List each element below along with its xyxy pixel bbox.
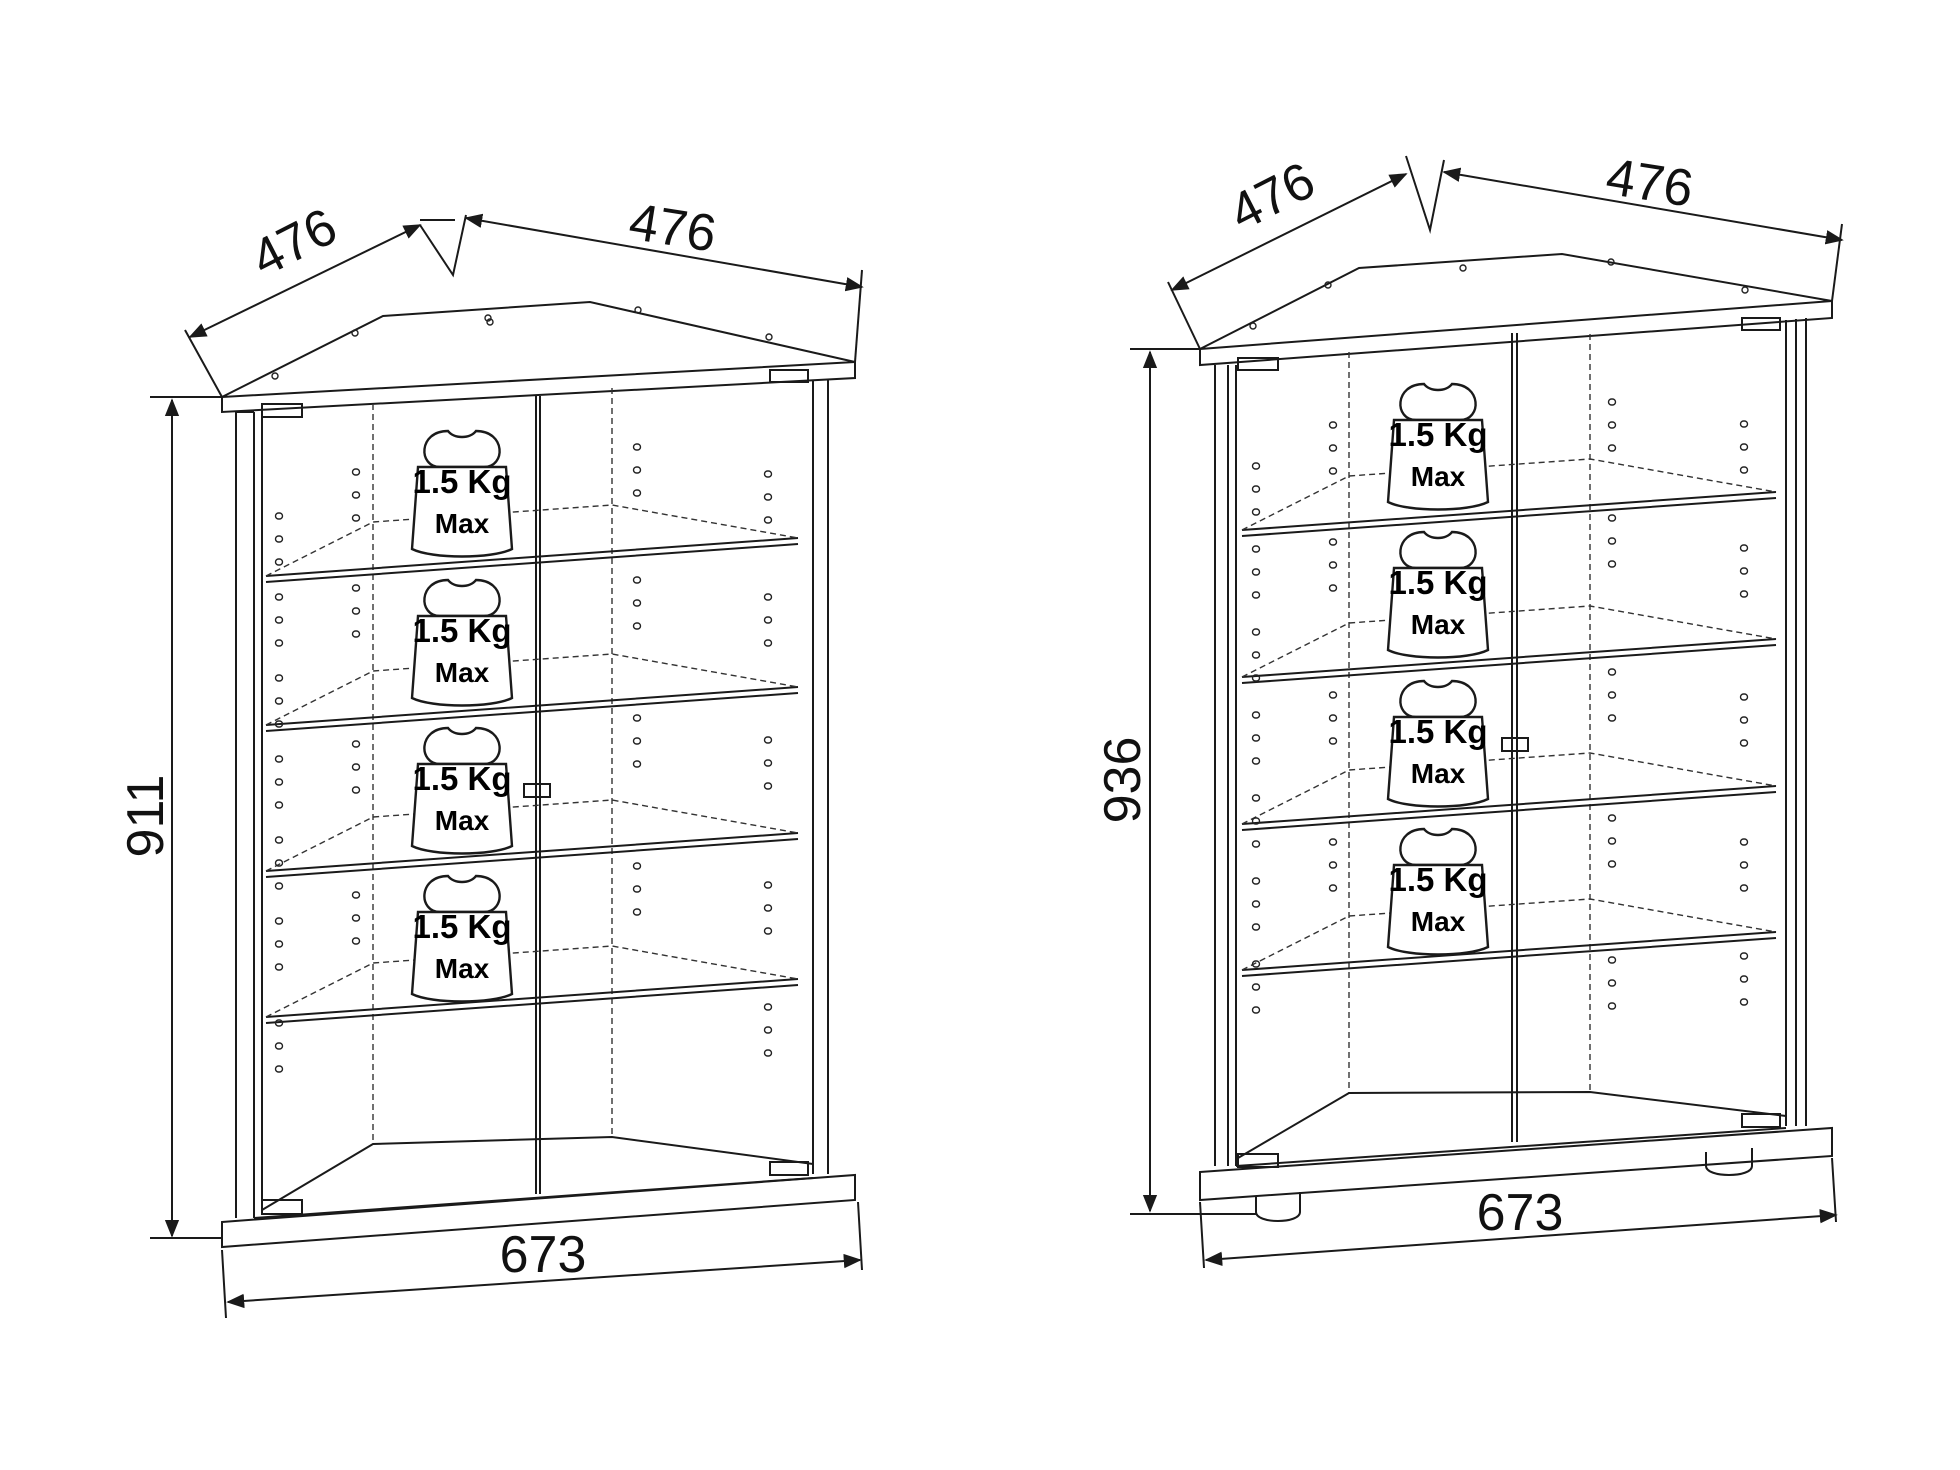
cabinet-right-shelves (1241, 458, 1777, 977)
cabinet-right: 1.5 Kg Max 1.5 Kg Max 1.5 Kg Max 1.5 Kg … (1094, 148, 1844, 1269)
cabinet-right-pins (1253, 399, 1748, 1013)
cabinet-left-weight-2: 1.5 Kg Max (410, 578, 514, 707)
cabinet-left-frame (221, 369, 856, 1249)
cabinet-right-weight-3: 1.5 Kg Max (1386, 679, 1490, 808)
weight-label: 1.5 Kg (1388, 861, 1487, 898)
cabinet-left-weight-1: 1.5 Kg Max (410, 429, 514, 558)
weight-label: 1.5 Kg (1388, 713, 1487, 750)
cabinet-right-frame (1199, 317, 1833, 1222)
weight-limit: Max (1411, 609, 1466, 640)
dimension-depth-left: 476 (1220, 151, 1324, 242)
weight-limit: Max (1411, 758, 1466, 789)
weight-limit: Max (435, 657, 490, 688)
dimension-height: 936 (1094, 737, 1152, 824)
dimension-depth-left: 476 (242, 197, 346, 288)
cabinet-left-top (221, 300, 856, 414)
cabinet-right-weight-1: 1.5 Kg Max (1386, 382, 1490, 511)
weight-limit: Max (435, 805, 490, 836)
dimension-height: 911 (117, 775, 175, 858)
cabinet-left-shelves (265, 504, 799, 1024)
weight-label: 1.5 Kg (412, 612, 511, 649)
weight-label: 1.5 Kg (1388, 416, 1487, 453)
dimension-width: 673 (500, 1226, 587, 1284)
weight-limit: Max (435, 953, 490, 984)
cabinet-left-pins (276, 444, 772, 1072)
cabinet-right-weight-4: 1.5 Kg Max (1386, 827, 1490, 956)
dimension-depth-right: 476 (1602, 148, 1697, 219)
cabinet-left-weight-3: 1.5 Kg Max (410, 726, 514, 855)
weight-limit: Max (1411, 461, 1466, 492)
weight-limit: Max (1411, 906, 1466, 937)
weight-label: 1.5 Kg (1388, 564, 1487, 601)
weight-label: 1.5 Kg (412, 908, 511, 945)
cabinet-left: 1.5 Kg Max 1.5 Kg Max 1.5 Kg Max 1.5 Kg … (117, 193, 864, 1319)
cabinet-right-weight-2: 1.5 Kg Max (1386, 530, 1490, 659)
weight-limit: Max (435, 508, 490, 539)
cabinet-left-weight-4: 1.5 Kg Max (410, 874, 514, 1003)
weight-label: 1.5 Kg (412, 760, 511, 797)
weight-label: 1.5 Kg (412, 463, 511, 500)
dimension-width: 673 (1477, 1184, 1564, 1242)
dimension-depth-right: 476 (625, 193, 720, 264)
